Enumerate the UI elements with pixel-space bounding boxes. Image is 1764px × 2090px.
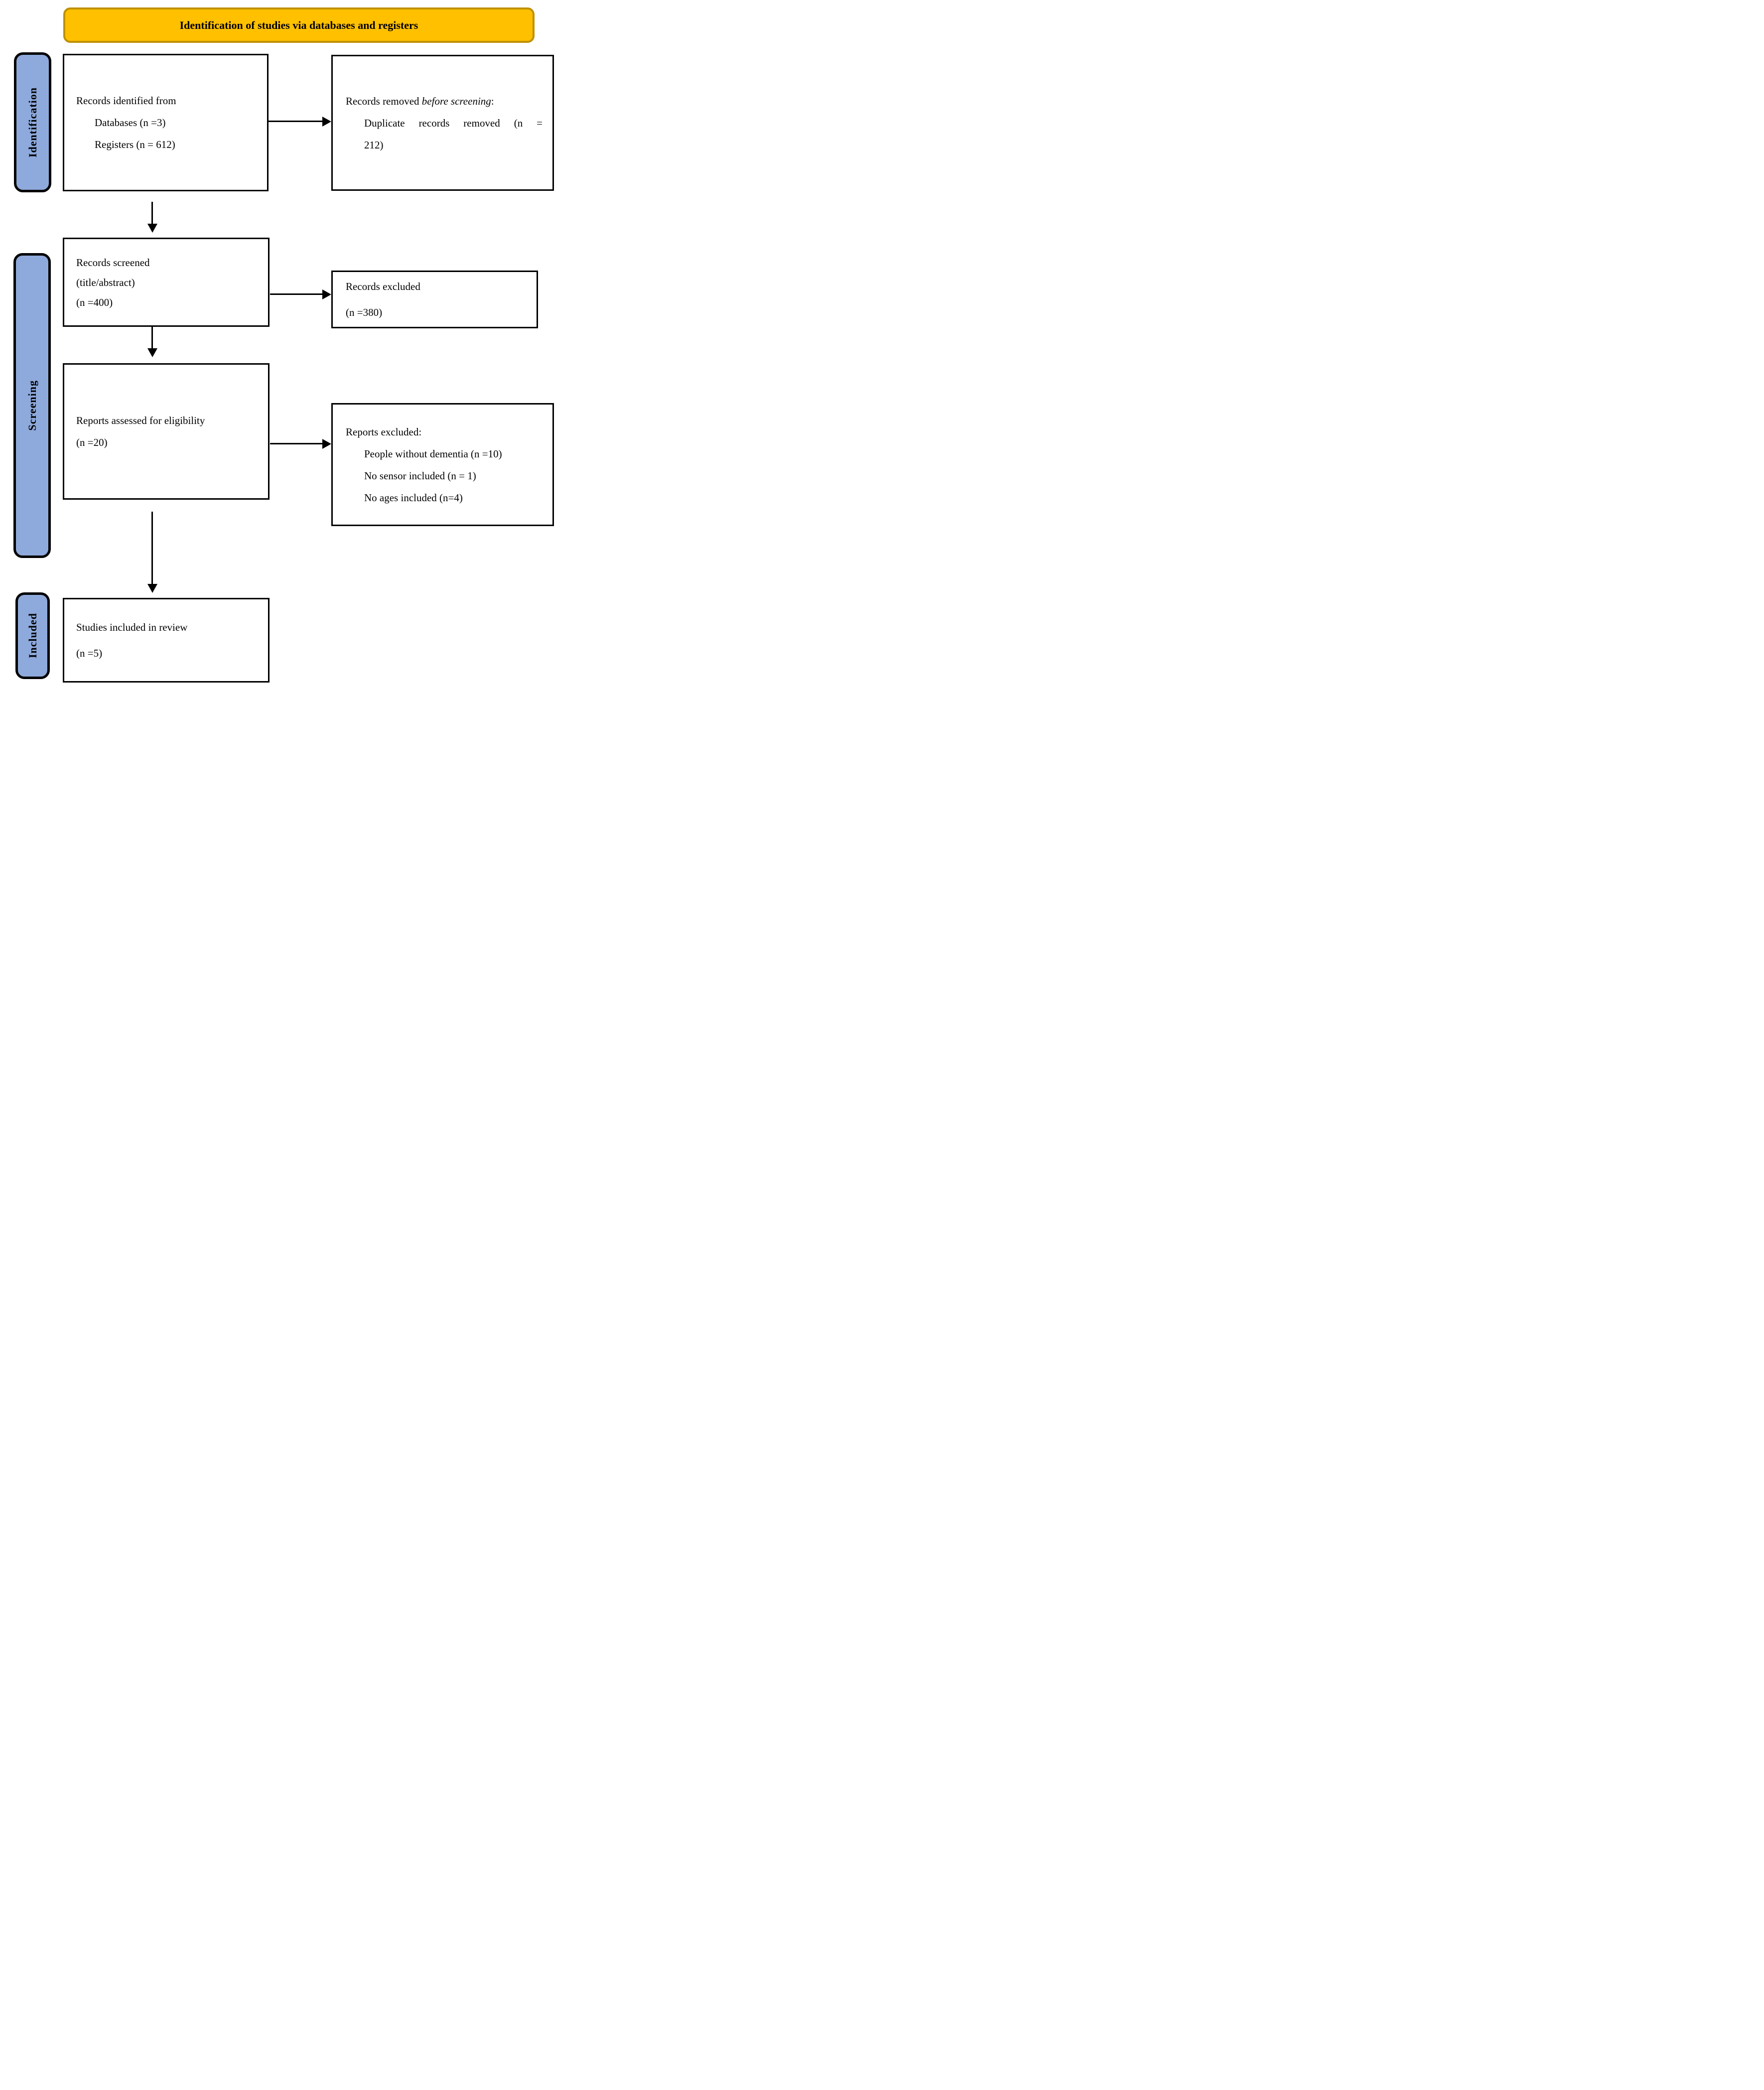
stage-label-identification: Identification (26, 87, 39, 158)
banner-title: Identification of studies via databases … (179, 18, 418, 31)
reports-excluded-item1: People without dementia (n =10) (364, 447, 502, 460)
arrow-shaft (270, 443, 323, 444)
arrow-identified-down (147, 202, 157, 233)
arrow-assessed-down (147, 512, 157, 593)
records-removed-suffix: : (491, 95, 494, 107)
studies-included-line1: Studies included in review (76, 621, 188, 633)
arrow-head-right-icon (322, 289, 331, 299)
box-studies-included: Studies included in review (n =5) (63, 598, 270, 683)
arrow-head-right-icon (322, 439, 331, 449)
box-records-identified: Records identified from Databases (n =3)… (63, 54, 269, 191)
stage-bar-identification: Identification (14, 52, 51, 192)
records-screened-line1: Records screened (76, 256, 150, 269)
studies-included-line2: (n =5) (76, 647, 103, 659)
arrow-head-down-icon (147, 348, 157, 357)
stage-bar-screening: Screening (13, 253, 51, 558)
arrow-identified-to-removed (269, 117, 331, 127)
records-excluded-line1: Records excluded (346, 280, 420, 292)
arrow-head-right-icon (322, 117, 331, 127)
box-reports-assessed: Reports assessed for eligibility (n =20) (63, 363, 270, 500)
arrow-head-down-icon (147, 584, 157, 593)
reports-assessed-line1: Reports assessed for eligibility (76, 415, 205, 426)
arrow-shaft (269, 121, 323, 122)
arrow-assessed-to-excluded (270, 439, 331, 449)
stage-label-screening: Screening (25, 380, 38, 431)
records-removed-italic: before screening (421, 95, 491, 107)
records-identified-registers: Registers (n = 612) (95, 139, 175, 150)
records-excluded-line2: (n =380) (346, 306, 383, 318)
records-screened-line3: (n =400) (76, 296, 113, 308)
duplicate-records-line1: Duplicate records removed (n = (364, 117, 543, 129)
reports-excluded-item3: No ages included (n=4) (364, 491, 463, 504)
records-identified-title: Records identified from (76, 95, 176, 107)
box-records-removed: Records removed before screening: Duplic… (331, 55, 554, 191)
stage-bar-included: Included (15, 592, 50, 679)
arrow-screened-to-excluded (270, 289, 331, 299)
records-identified-databases: Databases (n =3) (95, 117, 166, 129)
arrow-shaft (151, 326, 153, 350)
records-screened-line2: (title/abstract) (76, 276, 135, 288)
duplicate-records-line2: 212) (364, 139, 384, 151)
reports-excluded-item2: No sensor included (n = 1) (364, 469, 476, 482)
records-removed-title: Records removed before screening: (346, 90, 544, 112)
reports-assessed-line2: (n =20) (76, 436, 108, 448)
prisma-flow-diagram: Identification of studies via databases … (0, 0, 588, 697)
box-reports-excluded: Reports excluded: People without dementi… (331, 403, 554, 526)
stage-label-included: Included (26, 613, 39, 659)
box-records-screened: Records screened (title/abstract) (n =40… (63, 238, 270, 327)
arrow-head-down-icon (147, 224, 157, 233)
banner: Identification of studies via databases … (63, 7, 535, 43)
reports-excluded-title: Reports excluded: (346, 425, 422, 438)
arrow-shaft (151, 512, 153, 585)
arrow-shaft (270, 293, 323, 295)
arrow-screened-down (147, 326, 157, 357)
box-records-excluded: Records excluded (n =380) (331, 271, 538, 328)
arrow-shaft (151, 202, 153, 225)
records-removed-prefix: Records removed (346, 95, 422, 107)
